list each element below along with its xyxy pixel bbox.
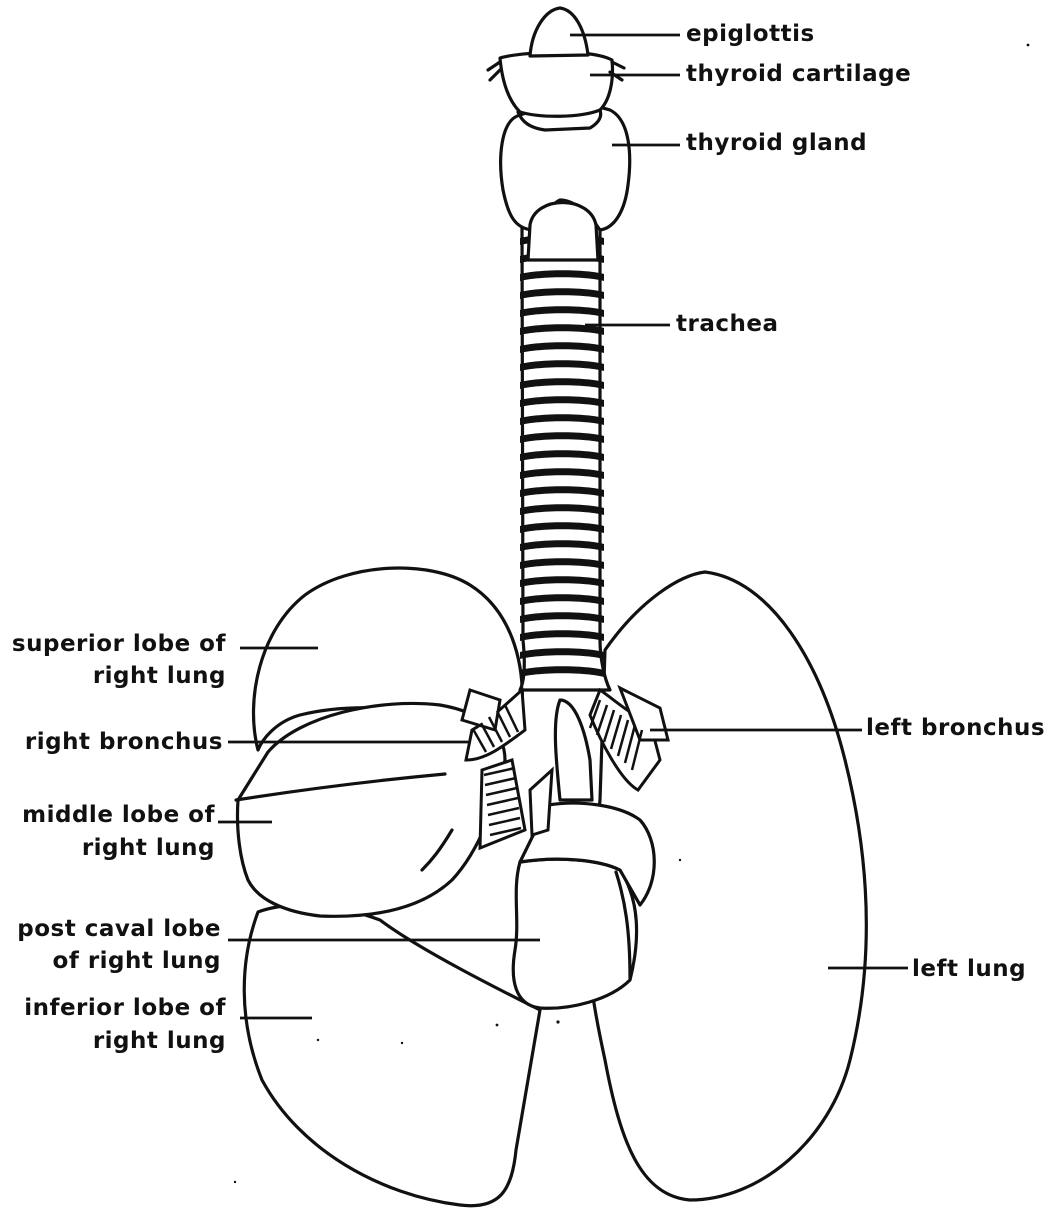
label-superior-lobe-line2: right lung: [93, 660, 226, 692]
label-thyroid-gland: thyroid gland: [686, 127, 867, 159]
label-middle-lobe-line2: right lung: [82, 832, 215, 864]
epiglottis: [530, 8, 588, 56]
label-epiglottis: epiglottis: [686, 18, 815, 50]
thyroid-cartilage: [500, 52, 613, 116]
label-inferior-lobe-line2: right lung: [93, 1025, 226, 1057]
label-left-bronchus: left bronchus: [866, 712, 1045, 744]
label-middle-lobe-line1: middle lobe of: [22, 799, 215, 831]
label-thyroid-cartilage: thyroid cartilage: [686, 58, 911, 90]
inferior-lobe-right-lung: [244, 905, 540, 1205]
label-inferior-lobe-line1: inferior lobe of: [24, 992, 226, 1024]
label-superior-lobe-line1: superior lobe of: [12, 628, 226, 660]
label-right-bronchus: right bronchus: [25, 726, 223, 758]
label-post-caval-line1: post caval lobe: [17, 913, 221, 945]
label-left-lung: left lung: [912, 953, 1026, 985]
middle-lobe-right-lung: [237, 703, 505, 916]
label-post-caval-line2: of right lung: [53, 945, 221, 977]
label-trachea: trachea: [676, 308, 779, 340]
